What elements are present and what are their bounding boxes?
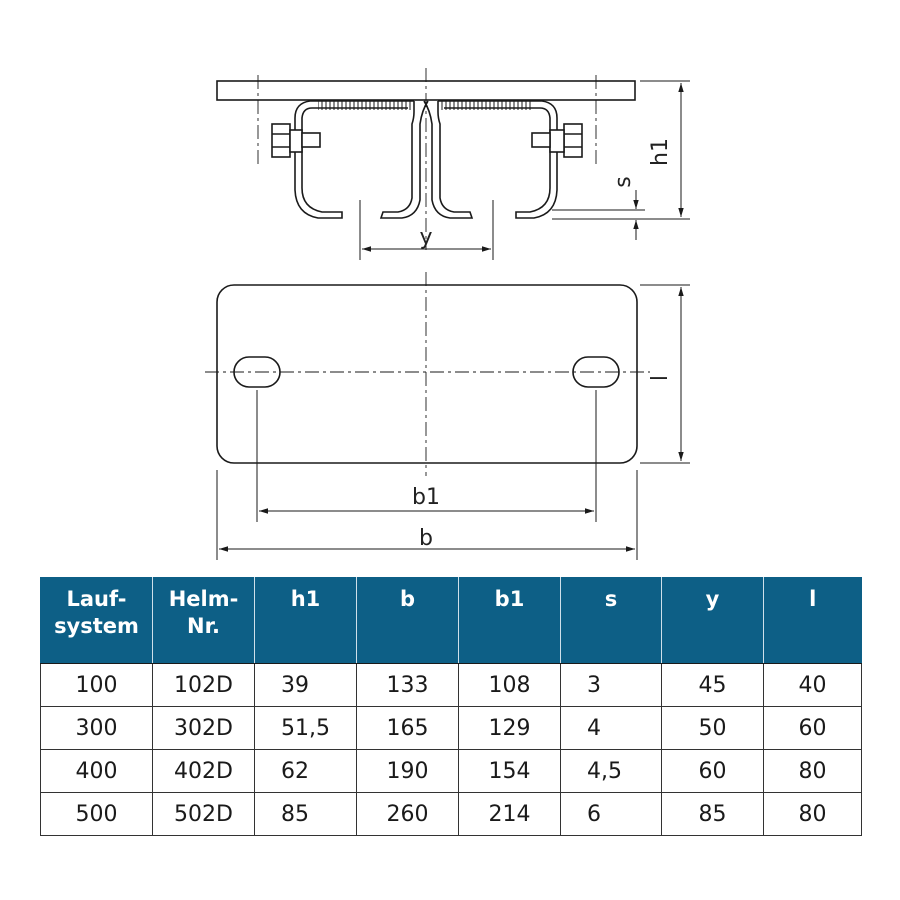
cell-b1: 214 (458, 792, 561, 836)
side-view (216, 80, 636, 219)
cell-s: 6 (560, 792, 662, 836)
header-laufsystem: Lauf-system (40, 577, 153, 664)
header-b1: b1 (458, 577, 561, 664)
table-header-row: Lauf-system Helm-Nr. h1 b b1 s y l (40, 577, 862, 664)
technical-drawing: h1 s y l b1 b (205, 68, 690, 560)
cell-h1: 39 (254, 663, 357, 707)
bolt-left (271, 123, 321, 158)
cell-b: 133 (356, 663, 459, 707)
cell-y: 85 (661, 792, 764, 836)
cell-s: 4 (560, 706, 662, 750)
label-b: b (419, 526, 433, 551)
cell-l: 80 (763, 792, 862, 836)
weld-seam-left (318, 101, 412, 110)
bolt-right (531, 123, 583, 158)
cell-h1: 85 (254, 792, 357, 836)
label-b1: b1 (412, 485, 440, 510)
label-h1-top: h1 (648, 138, 673, 166)
cell-helm-nr: 502D (152, 792, 255, 836)
header-y: y (661, 577, 764, 664)
table-row: 300 302D 51,5 165 129 4 50 60 (40, 706, 862, 750)
dim-s (552, 190, 645, 240)
header-l: l (763, 577, 862, 664)
cell-y: 60 (661, 749, 764, 793)
cell-helm-nr: 102D (152, 663, 255, 707)
dim-l (640, 284, 690, 464)
cell-b1: 154 (458, 749, 561, 793)
cell-h1: 62 (254, 749, 357, 793)
header-b: b (356, 577, 459, 664)
cell-l: 60 (763, 706, 862, 750)
cell-b: 190 (356, 749, 459, 793)
base-plate (216, 284, 638, 464)
cell-l: 80 (763, 749, 862, 793)
header-h1: h1 (254, 577, 357, 664)
cell-l: 40 (763, 663, 862, 707)
label-y: y (419, 225, 432, 250)
rail-profile-left (294, 100, 429, 219)
cell-laufsystem: 500 (40, 792, 153, 836)
cell-helm-nr: 402D (152, 749, 255, 793)
label-s: s (611, 176, 636, 187)
cell-helm-nr: 302D (152, 706, 255, 750)
table-row: 400 402D 62 190 154 4,5 60 80 (40, 749, 862, 793)
rail-profile-right (423, 100, 558, 219)
cell-h1: 51,5 (254, 706, 357, 750)
cell-s: 3 (560, 663, 662, 707)
cell-laufsystem: 100 (40, 663, 153, 707)
cell-y: 50 (661, 706, 764, 750)
cell-b: 165 (356, 706, 459, 750)
cell-b1: 108 (458, 663, 561, 707)
weld-seam-right (436, 101, 532, 110)
cell-laufsystem: 400 (40, 749, 153, 793)
header-s: s (560, 577, 662, 664)
header-helm-nr: Helm-Nr. (152, 577, 255, 664)
plan-view (216, 284, 638, 464)
centerlines-plan (205, 272, 650, 476)
dim-b (216, 470, 638, 560)
centerlines-side (257, 68, 597, 250)
table-row: 100 102D 39 133 108 3 45 40 (40, 663, 862, 707)
cell-y: 45 (661, 663, 764, 707)
cell-b: 260 (356, 792, 459, 836)
dimension-table: Lauf-system Helm-Nr. h1 b b1 s y l 100 1… (40, 577, 862, 836)
dim-b1 (256, 390, 597, 522)
cell-laufsystem: 300 (40, 706, 153, 750)
cell-b1: 129 (458, 706, 561, 750)
dim-y (359, 200, 494, 260)
cell-s: 4,5 (560, 749, 662, 793)
table-row: 500 502D 85 260 214 6 85 80 (40, 792, 862, 836)
dim-h1-top (552, 80, 690, 220)
label-l: l (648, 375, 673, 381)
